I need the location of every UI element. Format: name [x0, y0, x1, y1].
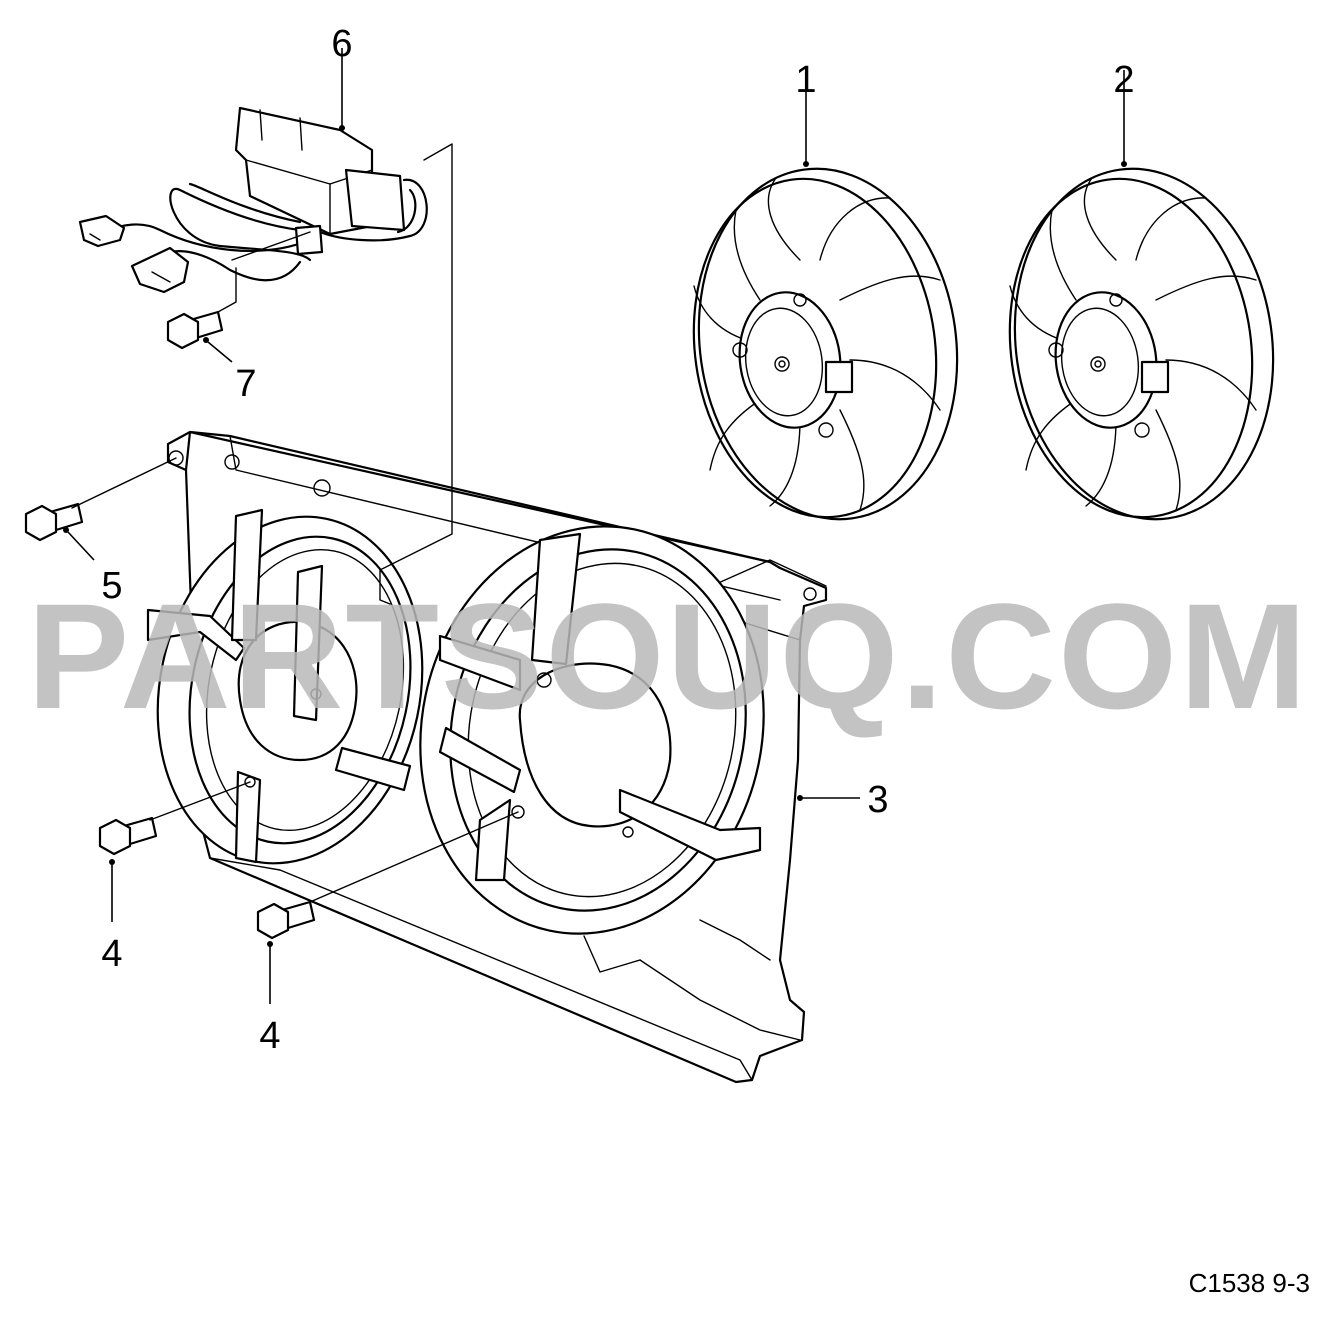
callout-1: 1 — [795, 59, 816, 101]
callout-3: 3 — [867, 779, 888, 821]
watermark-text: PARTSOUQ.COM — [27, 572, 1309, 740]
callout-7: 7 — [235, 363, 256, 405]
leader-lines — [63, 48, 1127, 1004]
screw-5 — [24, 502, 84, 542]
screw-4b — [256, 900, 316, 940]
screw-4a — [98, 816, 158, 856]
figure-code: C1538 9-3 — [1189, 1268, 1310, 1298]
callout-5: 5 — [101, 565, 122, 607]
callout-4a: 4 — [101, 933, 122, 975]
screw-7 — [166, 310, 224, 350]
callout-2: 2 — [1113, 59, 1134, 101]
callout-6: 6 — [331, 23, 352, 65]
fan-shroud — [146, 430, 828, 1084]
fan-assembly-2 — [1008, 167, 1275, 521]
resistor-harness — [78, 106, 428, 294]
fan-assembly-1 — [692, 167, 959, 521]
callout-4b: 4 — [259, 1015, 280, 1057]
